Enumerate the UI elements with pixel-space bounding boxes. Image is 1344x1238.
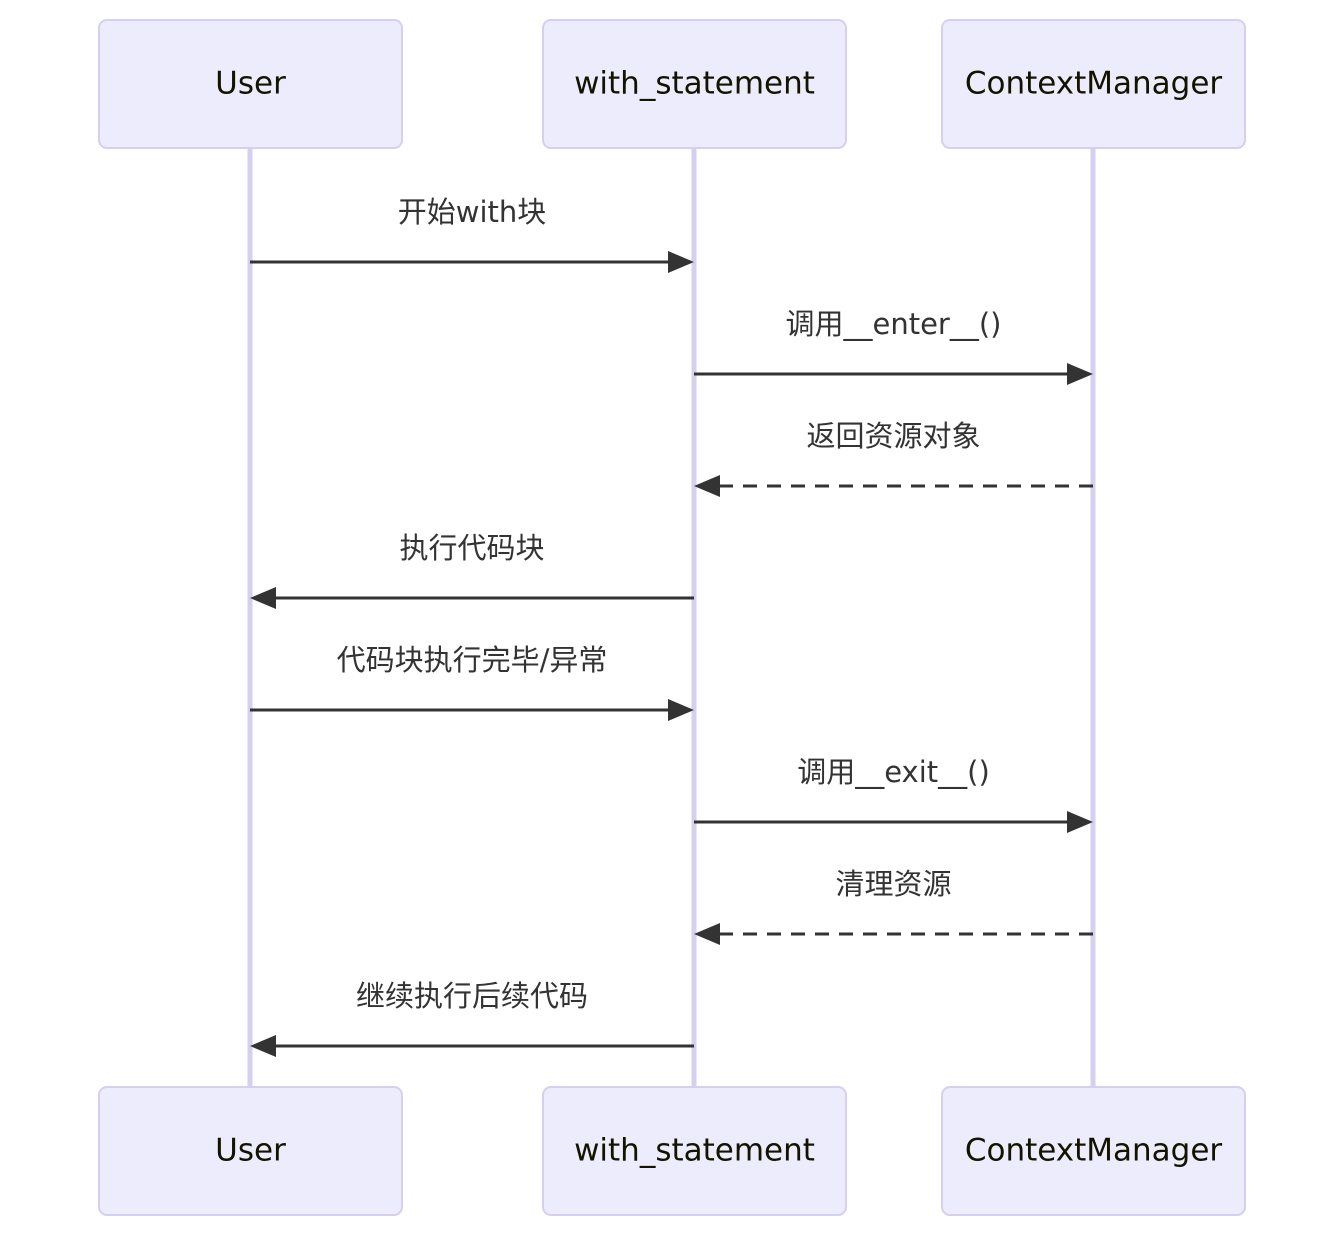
top-participant-label-with_statement: with_statement [574, 66, 815, 102]
bottom-participant-with_statement[interactable]: with_statement [542, 1086, 847, 1216]
arrowhead-icon-5 [668, 699, 694, 721]
top-participant-box-context_manager[interactable] [941, 19, 1246, 149]
top-participant-with_statement[interactable]: with_statement [542, 19, 847, 149]
bottom-participant-user[interactable]: User [98, 1086, 403, 1216]
arrowhead-icon-3 [694, 475, 720, 497]
top-participant-box-user[interactable] [98, 19, 403, 149]
message-6: 调用__exit__() [694, 755, 1093, 833]
arrowhead-icon-6 [1067, 811, 1093, 833]
message-label-6: 调用__exit__() [797, 755, 990, 789]
message-8: 继续执行后续代码 [250, 979, 694, 1057]
message-1: 开始with块 [250, 195, 694, 273]
message-2: 调用__enter__() [694, 307, 1093, 385]
bottom-participant-boxes: User with_statement ContextManager [98, 1086, 1246, 1216]
bottom-participant-context_manager[interactable]: ContextManager [941, 1086, 1246, 1216]
message-5: 代码块执行完毕/异常 [250, 643, 694, 721]
bottom-participant-box-user[interactable] [98, 1086, 403, 1216]
message-4: 执行代码块 [250, 531, 694, 609]
top-participant-boxes: User with_statement ContextManager [98, 19, 1246, 149]
arrowhead-icon-4 [250, 587, 276, 609]
message-3: 返回资源对象 [694, 419, 1093, 497]
arrowhead-icon-1 [668, 251, 694, 273]
bottom-participant-box-with_statement[interactable] [542, 1086, 847, 1216]
top-participant-user[interactable]: User [98, 19, 403, 149]
message-label-2: 调用__enter__() [786, 307, 1002, 341]
message-label-1: 开始with块 [398, 195, 547, 229]
message-label-4: 执行代码块 [399, 531, 544, 565]
message-label-8: 继续执行后续代码 [356, 979, 588, 1013]
bottom-participant-label-context_manager: ContextManager [965, 1133, 1223, 1169]
top-participant-box-with_statement[interactable] [542, 19, 847, 149]
arrowhead-icon-8 [250, 1035, 276, 1057]
arrowhead-icon-7 [694, 923, 720, 945]
lifelines-layer [247, 148, 1096, 1088]
top-participant-label-context_manager: ContextManager [965, 66, 1223, 102]
arrowhead-icon-2 [1067, 363, 1093, 385]
top-participant-context_manager[interactable]: ContextManager [941, 19, 1246, 149]
message-label-3: 返回资源对象 [806, 419, 980, 453]
bottom-participant-label-user: User [215, 1133, 286, 1169]
top-participant-label-user: User [215, 66, 286, 102]
bottom-participant-box-context_manager[interactable] [941, 1086, 1246, 1216]
message-label-7: 清理资源 [835, 867, 951, 901]
message-label-5: 代码块执行完毕/异常 [337, 643, 608, 677]
message-7: 清理资源 [694, 867, 1093, 945]
bottom-participant-label-with_statement: with_statement [574, 1133, 815, 1169]
